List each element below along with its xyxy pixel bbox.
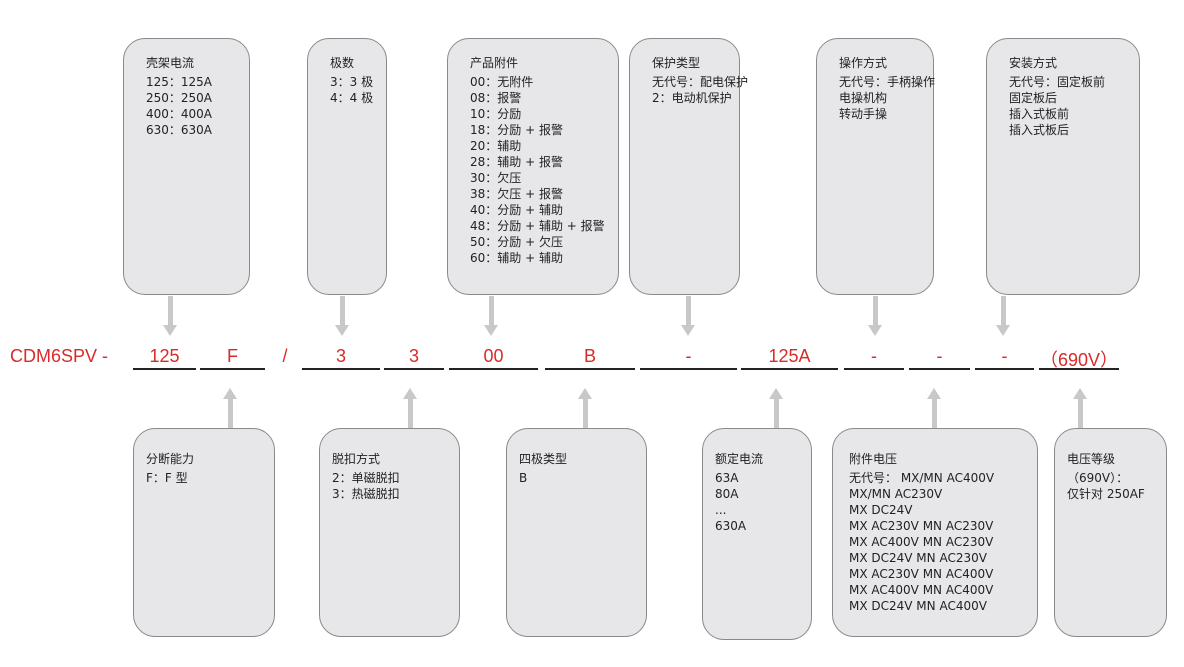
box-line: MX DC24V	[849, 503, 913, 517]
code-segment: -	[640, 346, 737, 370]
box-line: 无代号：手柄操作	[839, 75, 936, 89]
arrow-down-icon	[681, 296, 695, 336]
info-box: 产品附件 00：无附件 08：报警 10：分励 18：分励 + 报警 20：辅助 28：辅助…	[447, 38, 619, 295]
info-box: 操作方式无代号：手柄操作电操机构转动手操	[816, 38, 936, 295]
info-box: 极数 3：3 极 4：4 极	[307, 38, 387, 295]
arrow-down-icon	[996, 296, 1010, 336]
box-line: 2：电动机保护	[652, 91, 732, 105]
box-line: 无代号：固定板前	[1009, 75, 1106, 89]
box-line: 28：辅助 + 报警	[470, 155, 563, 169]
slash-separator: /	[282, 346, 288, 366]
box-line: B	[519, 471, 528, 485]
box-line: 08：报警	[470, 91, 522, 105]
box-title: 产品附件	[470, 56, 519, 70]
box-title: 四极类型	[519, 452, 568, 466]
box-title: 保护类型	[652, 56, 701, 70]
box-line: 48：分励 + 辅助 + 报警	[470, 219, 605, 233]
box-line: MX DC24V MN AC230V	[849, 551, 987, 565]
info-box: 保护类型无代号：配电保护 2：电动机保护	[629, 38, 749, 295]
info-box: 壳架电流 125：125A 250：250A 400：400A 630：630A	[123, 38, 250, 295]
code-segment: 125	[133, 346, 196, 370]
box-line: 2：单磁脱扣	[332, 471, 400, 485]
arrow-up-icon	[578, 388, 592, 428]
box-line: 400：400A	[146, 107, 213, 121]
box-line: 4：4 极	[330, 91, 374, 105]
code-segment: -	[909, 346, 970, 370]
box-line: F：F 型	[146, 471, 188, 485]
info-box: 安装方式无代号：固定板前固定板后插入式板前插入式板后	[986, 38, 1140, 295]
box-line: MX/MN AC230V	[849, 487, 943, 501]
box-line: 无代号：配电保护	[652, 75, 749, 89]
box-line: 60：辅助 + 辅助	[470, 251, 563, 265]
code-segment: 125A	[741, 346, 838, 370]
arrow-up-icon	[1073, 388, 1087, 428]
code-segment: （690V）	[1039, 346, 1119, 370]
box-line: 插入式板后	[1009, 123, 1070, 137]
box-line: 插入式板前	[1009, 107, 1070, 121]
arrow-down-icon	[484, 296, 498, 336]
box-line: 电操机构	[839, 91, 888, 105]
box-line: 80A	[715, 487, 739, 501]
box-line: 20：辅助	[470, 139, 522, 153]
box-line: MX AC230V MN AC400V	[849, 567, 994, 581]
box-line: 38：欠压 + 报警	[470, 187, 563, 201]
box-line: 40：分励 + 辅助	[470, 203, 563, 217]
box-title: 操作方式	[839, 56, 888, 70]
info-box: 电压等级 （690V）： 仅针对 250AF	[1054, 428, 1167, 637]
model-prefix: CDM6SPV -	[10, 346, 109, 366]
box-line: MX AC230V MN AC230V	[849, 519, 994, 533]
box-line: 50：分励 + 欠压	[470, 235, 563, 249]
info-box: 附件电压无代号： MX/MN AC400V MX/MN AC230V MX DC24…	[832, 428, 1038, 637]
arrow-down-icon	[163, 296, 177, 336]
info-box: 脱扣方式 2：单磁脱扣 3：热磁脱扣	[319, 428, 460, 637]
arrow-up-icon	[403, 388, 417, 428]
box-title: 附件电压	[849, 452, 898, 466]
box-title: 壳架电流	[146, 56, 195, 70]
code-segment: -	[975, 346, 1034, 370]
code-segment: 3	[384, 346, 444, 370]
info-box: 额定电流 63A 80A... 630A	[702, 428, 812, 640]
code-segment: 3	[302, 346, 380, 370]
code-segment: B	[545, 346, 635, 370]
box-title: 安装方式	[1009, 56, 1058, 70]
box-line: 3：3 极	[330, 75, 374, 89]
box-line: 30：欠压	[470, 171, 522, 185]
code-segment: -	[844, 346, 904, 370]
box-title: 电压等级	[1067, 452, 1116, 466]
box-line: 转动手操	[839, 107, 888, 121]
box-line: 125：125A	[146, 75, 213, 89]
box-line: 3：热磁脱扣	[332, 487, 400, 501]
box-title: 额定电流	[715, 452, 764, 466]
box-line: MX DC24V MN AC400V	[849, 599, 987, 613]
box-line: 固定板后	[1009, 91, 1058, 105]
arrow-down-icon	[868, 296, 882, 336]
box-line: 00：无附件	[470, 75, 534, 89]
box-line: MX AC400V MN AC230V	[849, 535, 994, 549]
box-title: 极数	[330, 56, 355, 70]
box-title: 分断能力	[146, 452, 195, 466]
box-line: 10：分励	[470, 107, 522, 121]
box-line: 630A	[715, 519, 747, 533]
arrow-up-icon	[769, 388, 783, 428]
info-box: 分断能力 F：F 型	[133, 428, 275, 637]
box-line: MX AC400V MN AC400V	[849, 583, 994, 597]
arrow-up-icon	[927, 388, 941, 428]
box-line: 250：250A	[146, 91, 213, 105]
box-line: 630：630A	[146, 123, 213, 137]
box-line: ...	[715, 503, 727, 517]
box-line: 仅针对 250AF	[1067, 487, 1145, 501]
box-line: 18：分励 + 报警	[470, 123, 563, 137]
box-line: 63A	[715, 471, 739, 485]
box-line: （690V）：	[1067, 471, 1129, 485]
info-box: 四极类型 B	[506, 428, 647, 637]
code-segment: F	[200, 346, 265, 370]
arrow-down-icon	[335, 296, 349, 336]
box-title: 脱扣方式	[332, 452, 381, 466]
box-line: 无代号： MX/MN AC400V	[849, 471, 995, 485]
code-segment: 00	[449, 346, 538, 370]
arrow-up-icon	[223, 388, 237, 428]
